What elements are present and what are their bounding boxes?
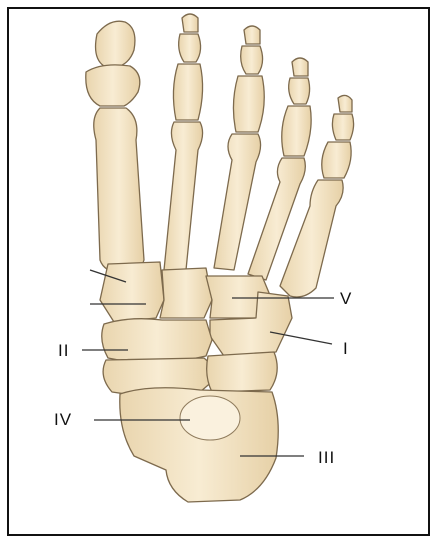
third-toe-bones — [214, 26, 264, 270]
hallux-bones — [86, 21, 144, 274]
second-toe-bones — [164, 14, 203, 270]
label-ii: II — [58, 342, 69, 359]
label-iv: IV — [54, 411, 72, 428]
label-i: I — [343, 340, 349, 357]
label-v: V — [340, 290, 352, 307]
navicular-bone — [102, 319, 212, 364]
cuboid-bone — [207, 352, 278, 392]
talus-head — [180, 396, 240, 440]
label-iii: III — [318, 449, 335, 466]
